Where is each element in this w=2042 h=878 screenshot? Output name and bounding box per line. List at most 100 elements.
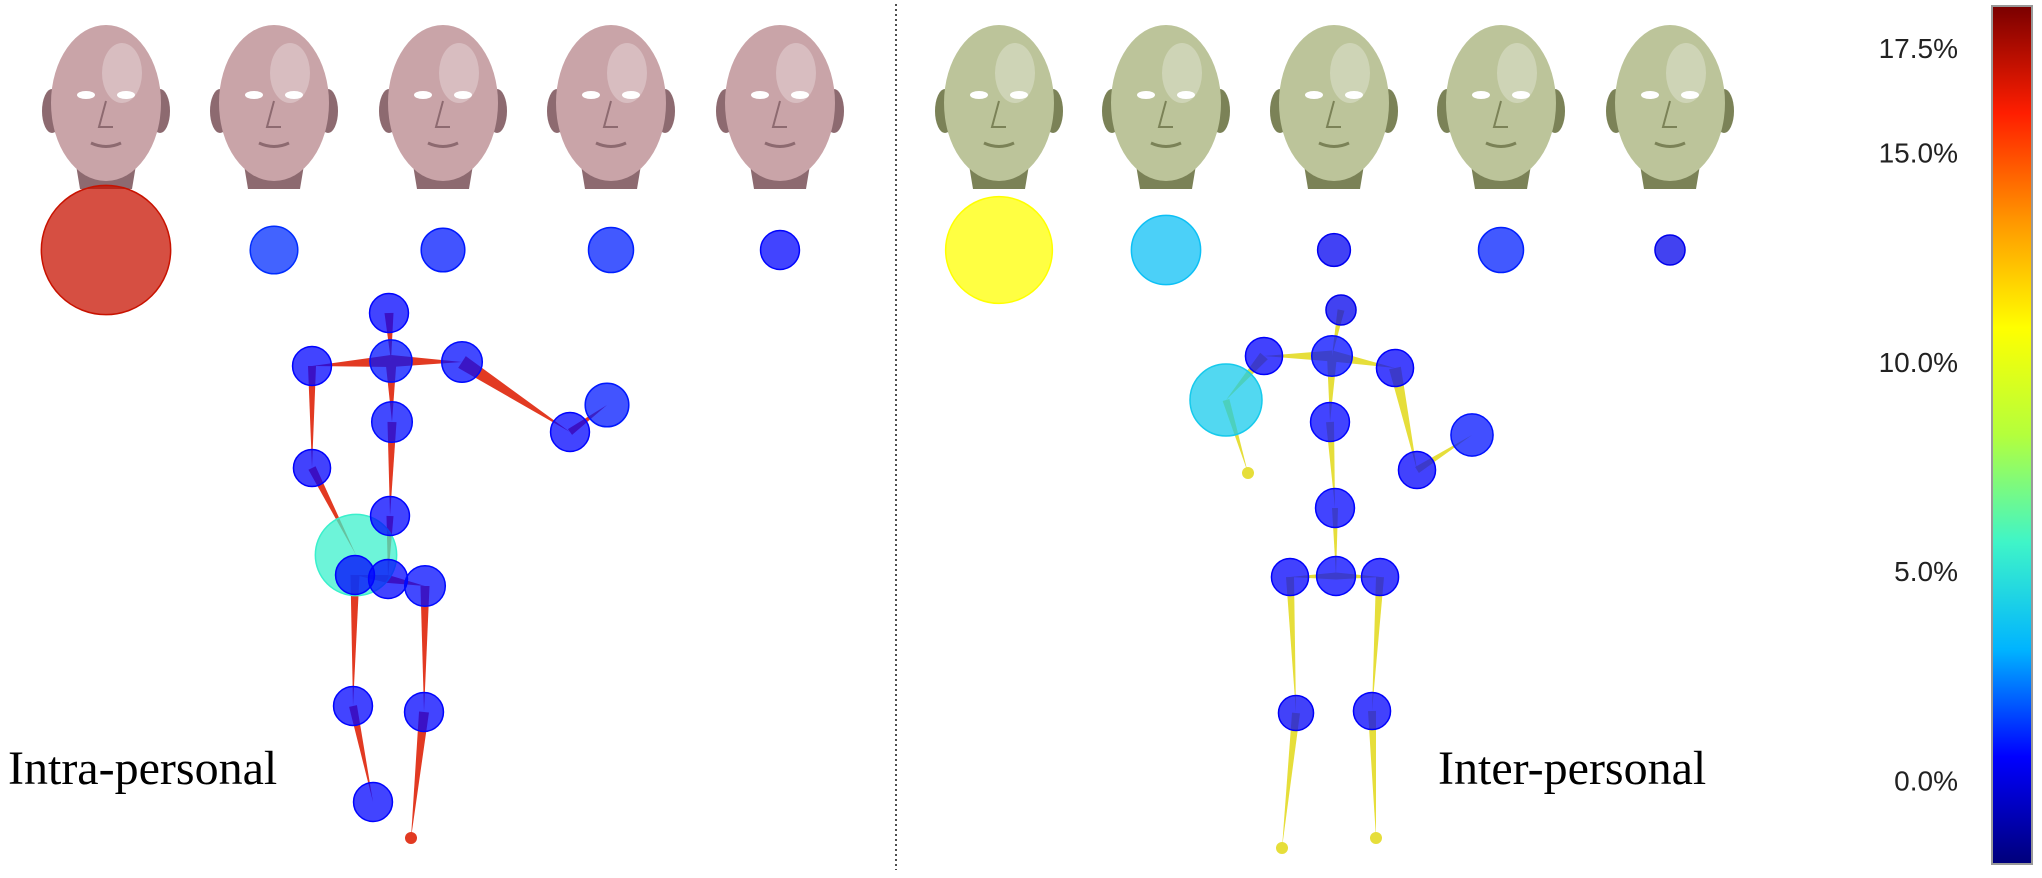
eye-right-icon: [454, 91, 472, 99]
face-error-dot: [944, 195, 1054, 305]
joint-error-dot: [1325, 294, 1357, 326]
joint-right-ankle: [1276, 842, 1288, 854]
joint-error-dot: [1244, 336, 1284, 376]
colorbar-gradient: [1991, 5, 2033, 865]
eye-left-icon: [1641, 91, 1659, 99]
skeleton-bone: [350, 574, 360, 706]
joint-error-dot: [370, 400, 414, 444]
eye-right-icon: [622, 91, 640, 99]
joint-error-dot: [1309, 401, 1351, 443]
face-error-dot: [759, 229, 801, 271]
joint-right-shoulder: [1244, 336, 1284, 376]
eye-right-icon: [285, 91, 303, 99]
joint-left-hand: [584, 382, 630, 428]
joint-error-dot: [1270, 557, 1310, 597]
face-error-dot: [587, 226, 635, 274]
joint-head: [368, 292, 410, 334]
joint-spine-upper: [1309, 401, 1351, 443]
joint-left-hip: [1360, 557, 1400, 597]
face-error-dot: [420, 227, 466, 273]
face-row: [42, 25, 844, 189]
skeleton-bone: [1372, 576, 1384, 711]
colorbar-tick-label: 5.0%: [1894, 556, 1958, 587]
joint-error-dot: [1397, 450, 1437, 490]
joint-left-elbow: [549, 411, 591, 453]
eye-right-icon: [1512, 91, 1530, 99]
joint-neck: [1310, 334, 1354, 378]
eye-left-icon: [1472, 91, 1490, 99]
eye-right-icon: [1010, 91, 1028, 99]
face-row: [935, 25, 1734, 189]
skeleton-bone: [349, 705, 373, 802]
skeleton-bone: [458, 356, 570, 432]
eye-left-icon: [1137, 91, 1155, 99]
colorbar-tick-label: 0.0%: [1894, 765, 1958, 796]
joint-pelvis: [1315, 555, 1357, 597]
colorbar-tick-label: 15.0%: [1879, 137, 1958, 168]
eye-left-icon: [751, 91, 769, 99]
skeleton-bone: [308, 366, 316, 468]
panel-label: Inter-personal: [1438, 742, 1706, 795]
joint-error-dot: [1189, 363, 1263, 437]
skeleton-bone: [411, 711, 429, 838]
skeleton-bone: [1286, 576, 1296, 713]
joint-error-dot: [369, 339, 413, 383]
face-error-dot: [1477, 226, 1525, 274]
joint-error-dot: [1360, 557, 1400, 597]
joint-error-dot: [403, 564, 447, 608]
colorbar-ticks: 17.5%15.0%10.0%5.0%0.0%: [1879, 33, 1958, 796]
face-error-dots: [944, 195, 1686, 305]
joint-left-elbow: [1397, 450, 1437, 490]
skeleton-bone: [1368, 710, 1376, 838]
joint-left-hip: [403, 564, 447, 608]
face-mesh: [210, 25, 338, 189]
face-mesh: [1606, 25, 1734, 189]
face-mesh: [1102, 25, 1230, 189]
joint-error-dot: [368, 292, 410, 334]
face-mesh: [1270, 25, 1398, 189]
panel-label: Intra-personal: [8, 742, 277, 795]
eye-right-icon: [1681, 91, 1699, 99]
joint-right-elbow: [292, 448, 332, 488]
joint-error-dot: [292, 448, 332, 488]
face-error-dot: [1130, 214, 1202, 286]
skeleton-bone: [420, 585, 430, 712]
joint-endpoint: [1370, 832, 1382, 844]
joint-neck: [369, 339, 413, 383]
joint-error-dot: [1450, 413, 1494, 457]
face-mesh: [42, 25, 170, 189]
joint-right-shoulder: [291, 345, 333, 387]
joint-left-ankle: [405, 832, 417, 844]
face-error-dot: [1316, 232, 1352, 268]
face-error-dot: [249, 225, 299, 275]
joint-error-dot: [584, 382, 630, 428]
joint-error-dot: [1375, 348, 1415, 388]
eye-right-icon: [1177, 91, 1195, 99]
joint-error-dot: [1352, 691, 1392, 731]
joint-error-dot: [334, 554, 376, 596]
face-error-dots: [40, 184, 801, 316]
joint-error-dot: [369, 495, 411, 537]
eye-left-icon: [970, 91, 988, 99]
joint-right-wrist: [1242, 467, 1254, 479]
face-mesh: [547, 25, 675, 189]
eye-left-icon: [1305, 91, 1323, 99]
eye-right-icon: [1345, 91, 1363, 99]
joint-error-dot: [1277, 694, 1315, 732]
joint-right-hip: [1270, 557, 1310, 597]
joint-right-knee: [1277, 694, 1315, 732]
eye-right-icon: [791, 91, 809, 99]
joint-left-knee: [403, 691, 445, 733]
joint-spine-upper: [370, 400, 414, 444]
joint-head: [1325, 294, 1357, 326]
joint-error-dot: [403, 691, 445, 733]
eye-left-icon: [582, 91, 600, 99]
eye-right-icon: [117, 91, 135, 99]
joint-endpoint: [1242, 467, 1254, 479]
joint-error-dot: [291, 345, 333, 387]
skeleton-bone: [1389, 366, 1417, 470]
joint-right-hip: [334, 554, 376, 596]
face-mesh: [379, 25, 507, 189]
joint-endpoint: [405, 832, 417, 844]
